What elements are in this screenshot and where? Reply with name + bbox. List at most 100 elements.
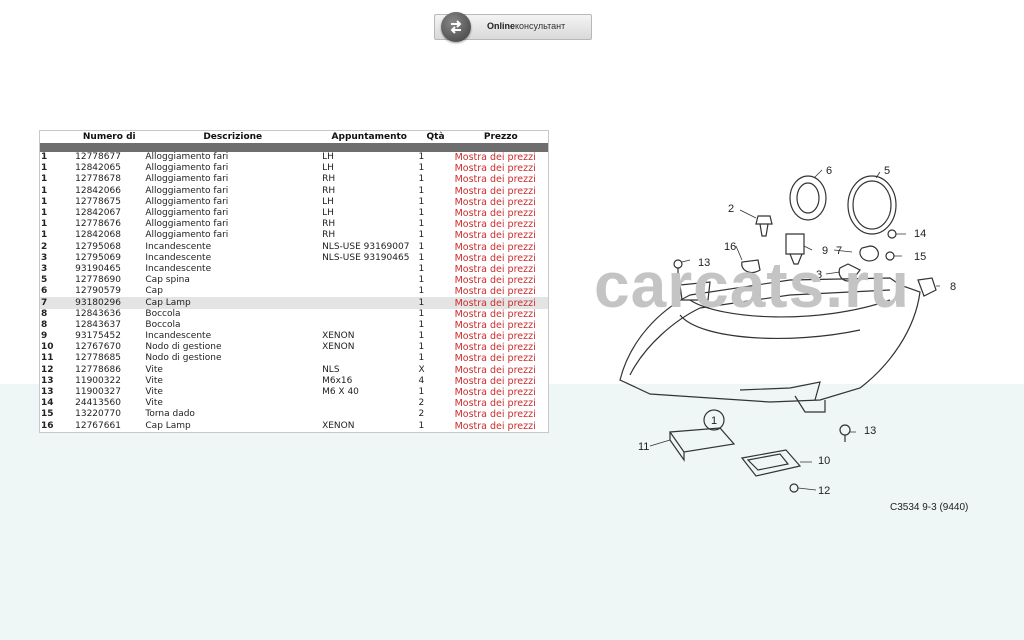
show-prices-link[interactable]: Mostra dei prezzi <box>454 387 536 399</box>
quantity-cell: 1 <box>418 252 425 263</box>
part-2-bulb <box>755 215 773 237</box>
show-prices-link[interactable]: Mostra dei prezzi <box>454 219 536 231</box>
col-header-quantity: Qtà <box>426 132 445 142</box>
show-prices-link[interactable]: Mostra dei prezzi <box>453 297 548 309</box>
application-cell <box>321 264 417 275</box>
ref-cell: 8 <box>41 308 48 319</box>
show-prices-link[interactable]: Mostra dei prezzi <box>454 308 536 320</box>
ref-cell: 5 <box>41 275 48 286</box>
description-cell: Vite <box>145 364 163 375</box>
quantity-cell: 1 <box>418 219 425 230</box>
description-cell: Alloggiamento fari <box>145 152 229 163</box>
show-prices-link[interactable]: Mostra dei prezzi <box>454 353 536 365</box>
quantity-cell: 1 <box>418 331 425 342</box>
show-prices-link[interactable]: Mostra dei prezzi <box>454 263 536 275</box>
parts-table: Numero di Descrizione Appuntamento Qtà P… <box>39 130 549 433</box>
application-cell <box>321 320 417 331</box>
ref-cell: 1 <box>41 208 48 219</box>
part-1-callout-circle <box>703 409 725 431</box>
ref-cell: 1 <box>41 219 48 230</box>
show-prices-link[interactable]: Mostra dei prezzi <box>454 252 536 264</box>
application-cell: NLS-USE 93169007 <box>322 241 410 252</box>
application-cell: NLS <box>322 364 340 375</box>
description-cell: Alloggiamento fari <box>145 174 229 185</box>
show-prices-link[interactable]: Mostra dei prezzi <box>454 174 536 186</box>
part-number-cell: 12778677 <box>75 152 121 163</box>
swap-arrows-icon <box>441 12 471 42</box>
ref-cell: 1 <box>41 163 48 174</box>
ref-cell: 12 <box>41 364 54 375</box>
quantity-cell: 1 <box>418 163 425 174</box>
col-header-ref <box>40 131 74 143</box>
part-number-cell: 12843636 <box>75 308 121 319</box>
application-cell <box>321 286 417 297</box>
part-number-cell: 24413560 <box>75 398 121 409</box>
quantity-cell: 1 <box>418 230 425 241</box>
show-prices-link[interactable]: Mostra dei prezzi <box>454 375 536 387</box>
description-cell: Vite <box>145 398 163 409</box>
part-16-cap-lamp <box>741 259 761 274</box>
quantity-cell: 1 <box>417 297 454 309</box>
description-cell: Alloggiamento fari <box>145 196 229 207</box>
description-cell: Incandescente <box>145 241 212 252</box>
show-prices-link[interactable]: Mostra dei prezzi <box>454 208 536 220</box>
description-cell: Nodo di gestione <box>145 342 222 353</box>
application-cell: M6 X 40 <box>322 387 359 398</box>
application-cell: RH <box>322 219 336 230</box>
part-6-cap <box>789 175 827 221</box>
description-cell: Boccola <box>145 308 181 319</box>
show-prices-link[interactable]: Mostra dei prezzi <box>454 286 536 298</box>
part-7-cap-lamp <box>859 245 879 262</box>
part-11-control-unit <box>668 427 736 462</box>
show-prices-link[interactable]: Mostra dei prezzi <box>454 342 536 354</box>
quantity-cell: 1 <box>418 185 425 196</box>
description-cell: Alloggiamento fari <box>145 219 229 230</box>
show-prices-link[interactable]: Mostra dei prezzi <box>454 163 536 175</box>
callout-14: 14 <box>914 228 926 240</box>
col-header-part-number: Numero di <box>82 132 136 142</box>
show-prices-link[interactable]: Mostra dei prezzi <box>454 331 536 343</box>
ref-cell: 1 <box>41 185 48 196</box>
show-prices-link[interactable]: Mostra dei prezzi <box>454 241 536 253</box>
show-prices-link[interactable]: Mostra dei prezzi <box>454 420 536 432</box>
part-number-cell: 12795069 <box>75 252 121 263</box>
part-3-bulb <box>838 263 861 282</box>
quantity-cell: 1 <box>418 275 425 286</box>
callout-1: 1 <box>711 415 717 427</box>
callout-12: 12 <box>818 485 830 497</box>
quantity-cell: 1 <box>418 286 425 297</box>
callout-5: 5 <box>884 165 890 177</box>
description-cell: Torna dado <box>145 409 195 420</box>
online-consultant-button[interactable]: Onlineконсультант <box>434 12 592 42</box>
show-prices-link[interactable]: Mostra dei prezzi <box>454 398 536 410</box>
quantity-cell: 1 <box>418 174 425 185</box>
quantity-cell: 1 <box>418 241 425 252</box>
show-prices-link[interactable]: Mostra dei prezzi <box>454 319 536 331</box>
part-number-cell: 12843637 <box>75 319 121 330</box>
description-cell: Incandescente <box>145 331 212 342</box>
quantity-cell: 2 <box>418 398 425 409</box>
headlamp-diagram: 1 2 3 5 6 7 8 9 10 11 12 13 13 14 15 16 <box>619 165 956 497</box>
show-prices-link[interactable]: Mostra dei prezzi <box>454 364 536 376</box>
show-prices-link[interactable]: Mostra dei prezzi <box>454 230 536 242</box>
show-prices-link[interactable]: Mostra dei prezzi <box>454 409 536 421</box>
application-cell <box>321 409 417 420</box>
show-prices-link[interactable]: Mostra dei prezzi <box>454 275 536 287</box>
part-number-cell: 12842067 <box>75 208 121 219</box>
part-14-screw <box>887 229 897 239</box>
show-prices-link[interactable]: Mostra dei prezzi <box>454 196 536 208</box>
show-prices-link[interactable]: Mostra dei prezzi <box>454 185 536 197</box>
ref-cell: 3 <box>41 263 48 274</box>
show-prices-link[interactable]: Mostra dei prezzi <box>454 152 536 164</box>
application-cell <box>321 398 417 409</box>
description-cell: Nodo di gestione <box>145 353 222 364</box>
col-header-description: Descrizione <box>203 132 263 142</box>
application-cell: NLS-USE 93190465 <box>322 252 410 263</box>
part-10-control-unit <box>740 449 802 477</box>
headlamp-housing <box>619 277 921 403</box>
